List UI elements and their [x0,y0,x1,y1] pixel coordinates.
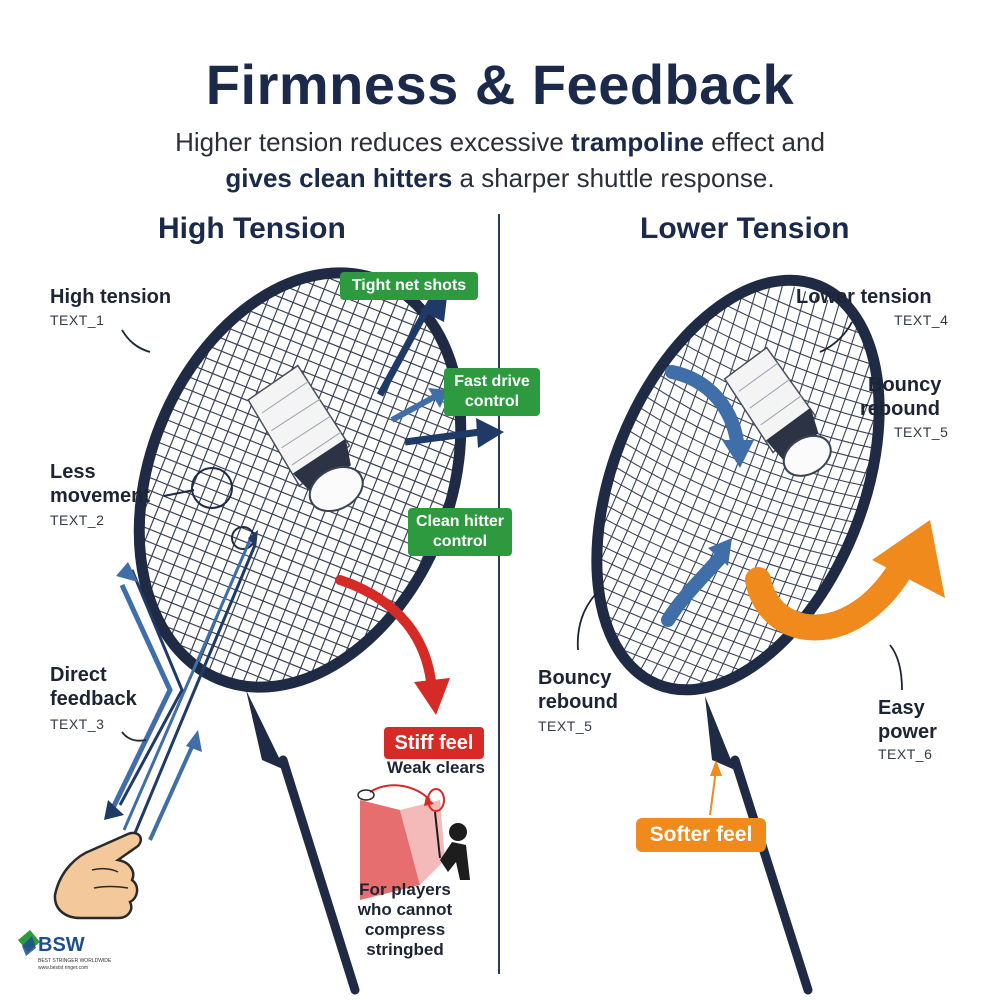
right-racket-throat [705,696,735,770]
label-line: who cannot [357,900,453,919]
label-easy: Easy [878,697,925,719]
logo-text: BSW [38,934,85,956]
label-power: power [878,721,937,743]
right-racket [541,250,935,995]
pill-tight-net-shots: Tight net shots [340,272,478,300]
pill-fast-drive-control: Fast drive control [444,368,540,416]
pill-clean-hitter-control: Clean hitter control [408,508,512,556]
softer-feel-pointer-head [710,760,722,776]
label-bouncy-lower: Bouncy [538,667,612,689]
movement-circle [191,467,233,509]
bsw-logo [18,930,40,956]
left-shuttlecock [247,364,364,513]
label-bouncy: Bouncy [868,374,942,396]
feedback-arrows [104,530,258,846]
subtitle-bold: gives clean hitters [225,163,453,193]
callout-arrows [121,321,903,742]
page-title: Firmness & Feedback [205,53,795,116]
label-line: stringbed [366,940,444,959]
label-less: Less [50,461,96,483]
pill-line: Fast drive [454,373,530,390]
label-lower-tension: Lower tension [796,286,932,308]
label-text-5-lower: TEXT_5 [538,718,593,734]
label-weak-clears: Weak clears [387,758,485,777]
label-for-players: For players who cannot compress stringbe… [340,880,470,960]
center-divider [498,214,500,974]
weak-clears-scene [357,784,470,900]
pill-softer-feel: Softer feel [636,818,766,852]
label-text-1: TEXT_1 [50,312,105,328]
label-direct: Direct [50,664,107,686]
label-line: compress [364,920,446,939]
label-text-5: TEXT_5 [894,424,949,440]
label-movement: movement [50,485,151,507]
right-shuttlecock [723,346,832,477]
high-tension-heading: High Tension [158,212,346,245]
lower-tension-heading: Lower Tension [640,212,850,245]
stiff-feel-arrow [335,575,450,715]
callout-line [163,489,195,497]
label-feedback: feedback [50,688,137,710]
left-racket-throat [246,690,285,770]
label-line: For players [359,880,451,899]
right-stringbed [541,250,935,726]
left-direction-arrows [376,288,504,448]
softer-feel-pointer [709,769,717,816]
subtitle-bold: trampoline [571,127,704,157]
pill-line: control [464,393,520,410]
label-high-tension: High tension [50,286,172,308]
subtitle-text: effect and [703,127,825,157]
pill-line: Clean hitter [416,513,505,530]
left-racket-shaft [278,755,360,995]
label-text-3: TEXT_3 [50,716,105,732]
right-rebound-arrows [661,365,754,627]
right-racket-frame [591,274,885,696]
pill-stiff-feel: Stiff feel [384,727,484,759]
hand-icon [53,831,143,920]
label-text-6: TEXT_6 [878,746,933,762]
subtitle: Higher tension reduces excessive trampol… [80,124,920,196]
right-racket-shaft [730,755,813,995]
label-text-2: TEXT_2 [50,512,105,528]
easy-power-arrow [745,520,945,641]
label-rebound: rebound [860,398,940,420]
subtitle-text: Higher tension reduces excessive [175,127,572,157]
label-rebound-lower: rebound [538,691,618,713]
logo-url: www.bestst ringer.com [38,965,89,971]
logo-tagline: BEST STRINGER WORLDWIDE [38,958,112,964]
pill-line: control [432,533,488,550]
subtitle-text: a sharper shuttle response. [452,163,775,193]
label-text-4: TEXT_4 [894,312,949,328]
